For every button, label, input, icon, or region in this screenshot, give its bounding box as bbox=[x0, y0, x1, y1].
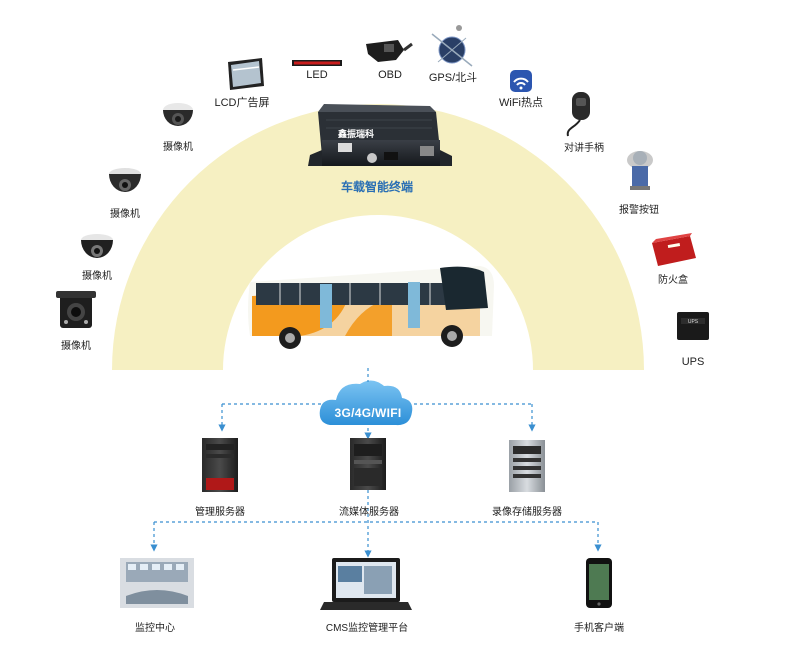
camera-dome-icon bbox=[109, 168, 141, 192]
obd-label: OBD bbox=[378, 69, 402, 81]
terminal-device bbox=[308, 104, 452, 166]
monitoring-center-image bbox=[120, 558, 194, 608]
arc-band bbox=[112, 104, 644, 370]
terminal-brand-text: 鑫振瑞科 bbox=[337, 129, 375, 139]
led-label: LED bbox=[306, 69, 328, 81]
camera-label: 摄像机 bbox=[61, 341, 91, 352]
camera-dome-icon bbox=[81, 234, 113, 258]
camera-label: 摄像机 bbox=[163, 142, 193, 153]
camera-label: 摄像机 bbox=[82, 271, 112, 282]
led-bar-icon bbox=[292, 60, 342, 66]
fireproof-box-icon bbox=[652, 233, 696, 266]
cloud-network-icon bbox=[319, 380, 413, 426]
streaming-server-icon bbox=[350, 438, 386, 490]
lcd-screen-icon bbox=[228, 58, 264, 90]
ups-unit-icon: UPS bbox=[677, 312, 709, 340]
cms-laptop-icon bbox=[320, 558, 412, 610]
client-label: 手机客户端 bbox=[574, 623, 624, 634]
client-label: 监控中心 bbox=[135, 623, 175, 634]
terminal-label: 车载智能终端 bbox=[340, 180, 414, 194]
management-server-icon bbox=[202, 438, 238, 492]
network-label: 3G/4G/WIFI bbox=[334, 406, 402, 420]
svg-text:UPS: UPS bbox=[688, 319, 699, 325]
alarm-label: 报警按钮 bbox=[619, 205, 659, 216]
server-label: 录像存储服务器 bbox=[492, 507, 562, 518]
intercom-handset-icon bbox=[566, 92, 590, 137]
lcd-label: LCD广告屏 bbox=[214, 97, 270, 109]
server-label: 管理服务器 bbox=[195, 507, 245, 518]
alarm-button-icon bbox=[627, 151, 653, 190]
intercom-label: 对讲手柄 bbox=[564, 143, 604, 154]
mobile-phone-icon bbox=[586, 558, 612, 608]
wifi-label: WiFi热点 bbox=[499, 97, 543, 109]
gps-label: GPS/北斗 bbox=[428, 72, 478, 84]
bus-illustration bbox=[248, 266, 494, 349]
server-label: 流媒体服务器 bbox=[339, 507, 399, 518]
network-links bbox=[150, 368, 602, 558]
gps-satellite-icon bbox=[431, 25, 473, 67]
ups-label: UPS bbox=[681, 356, 705, 368]
camera-box-icon bbox=[56, 291, 96, 328]
camera-dome-icon bbox=[163, 103, 193, 126]
camera-label: 摄像机 bbox=[110, 209, 140, 220]
client-label: CMS监控管理平台 bbox=[325, 623, 409, 634]
obd-connector-icon bbox=[366, 40, 413, 62]
wifi-hotspot-icon bbox=[510, 70, 532, 92]
fireproof-box-label: 防火盒 bbox=[658, 275, 688, 286]
storage-server-icon bbox=[509, 440, 545, 492]
